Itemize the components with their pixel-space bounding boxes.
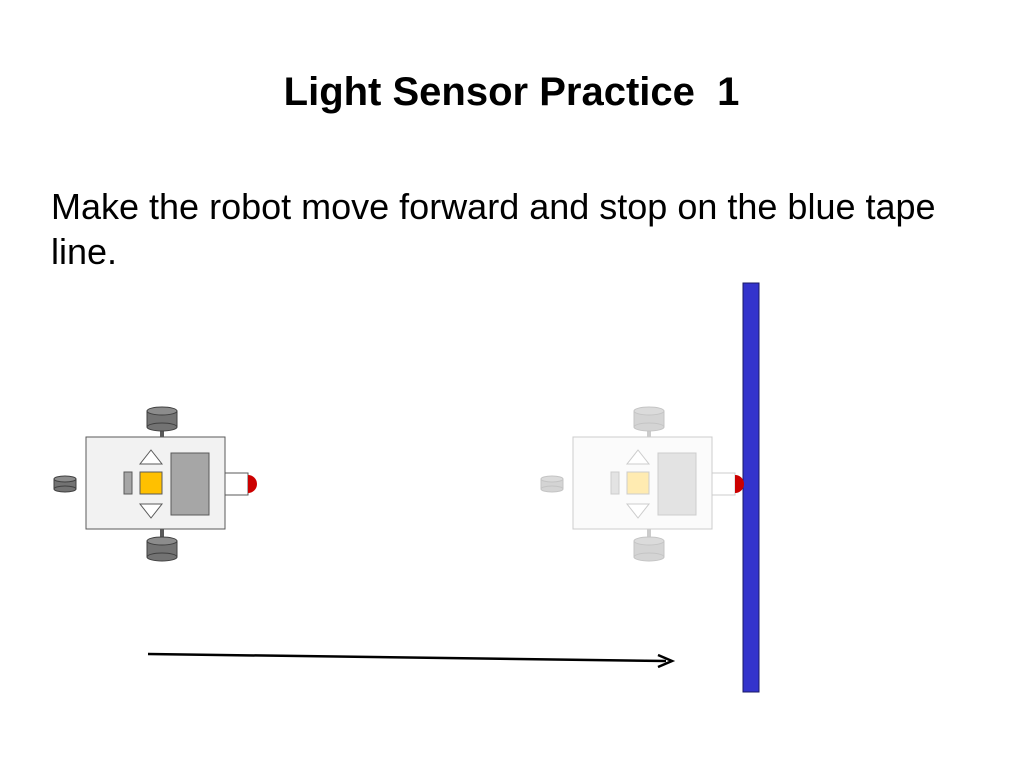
sensor-led-icon bbox=[735, 475, 744, 493]
instruction-text: Make the robot move forward and stop on … bbox=[51, 186, 936, 272]
arrow-right-icon bbox=[147, 652, 676, 669]
slide-title: Light Sensor Practice 1 bbox=[283, 70, 740, 114]
tape-line bbox=[742, 282, 760, 693]
robot-icon bbox=[53, 406, 258, 562]
robot-ghost-icon bbox=[540, 406, 745, 562]
